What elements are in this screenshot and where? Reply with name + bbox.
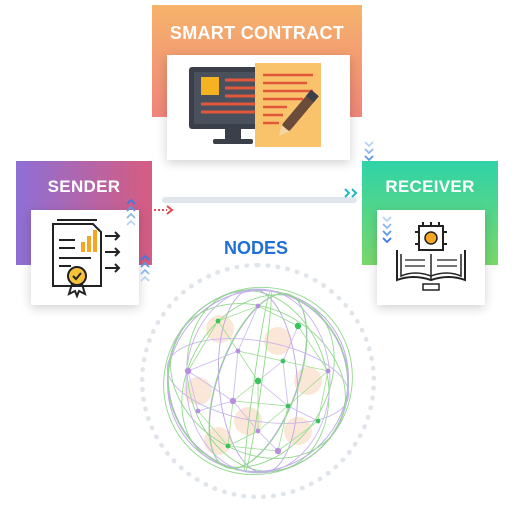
smart-contract-title: SMART CONTRACT (169, 23, 345, 43)
chip-book-icon (396, 222, 466, 291)
sender-up-arrows-top (126, 198, 136, 230)
red-dotted-arrow (154, 203, 176, 215)
network-globe (158, 281, 358, 481)
sender-up-arrows-bottom (140, 254, 150, 286)
receiver-card (377, 210, 485, 305)
monitor-with-contract-and-pen-icon (189, 63, 321, 147)
receiver-title: RECEIVER (385, 177, 475, 196)
connector-line (162, 197, 357, 203)
teal-chevrons (344, 186, 360, 198)
sender-card (31, 210, 139, 305)
nodes-ring (140, 263, 376, 499)
certificate-document-with-chart-icon (52, 219, 121, 299)
smart-contract-card (167, 55, 350, 160)
nodes-title: NODES (223, 238, 288, 258)
receiver-down-arrows (382, 215, 392, 247)
sender-title: SENDER (47, 177, 121, 196)
network-globe-icon (163, 286, 353, 476)
